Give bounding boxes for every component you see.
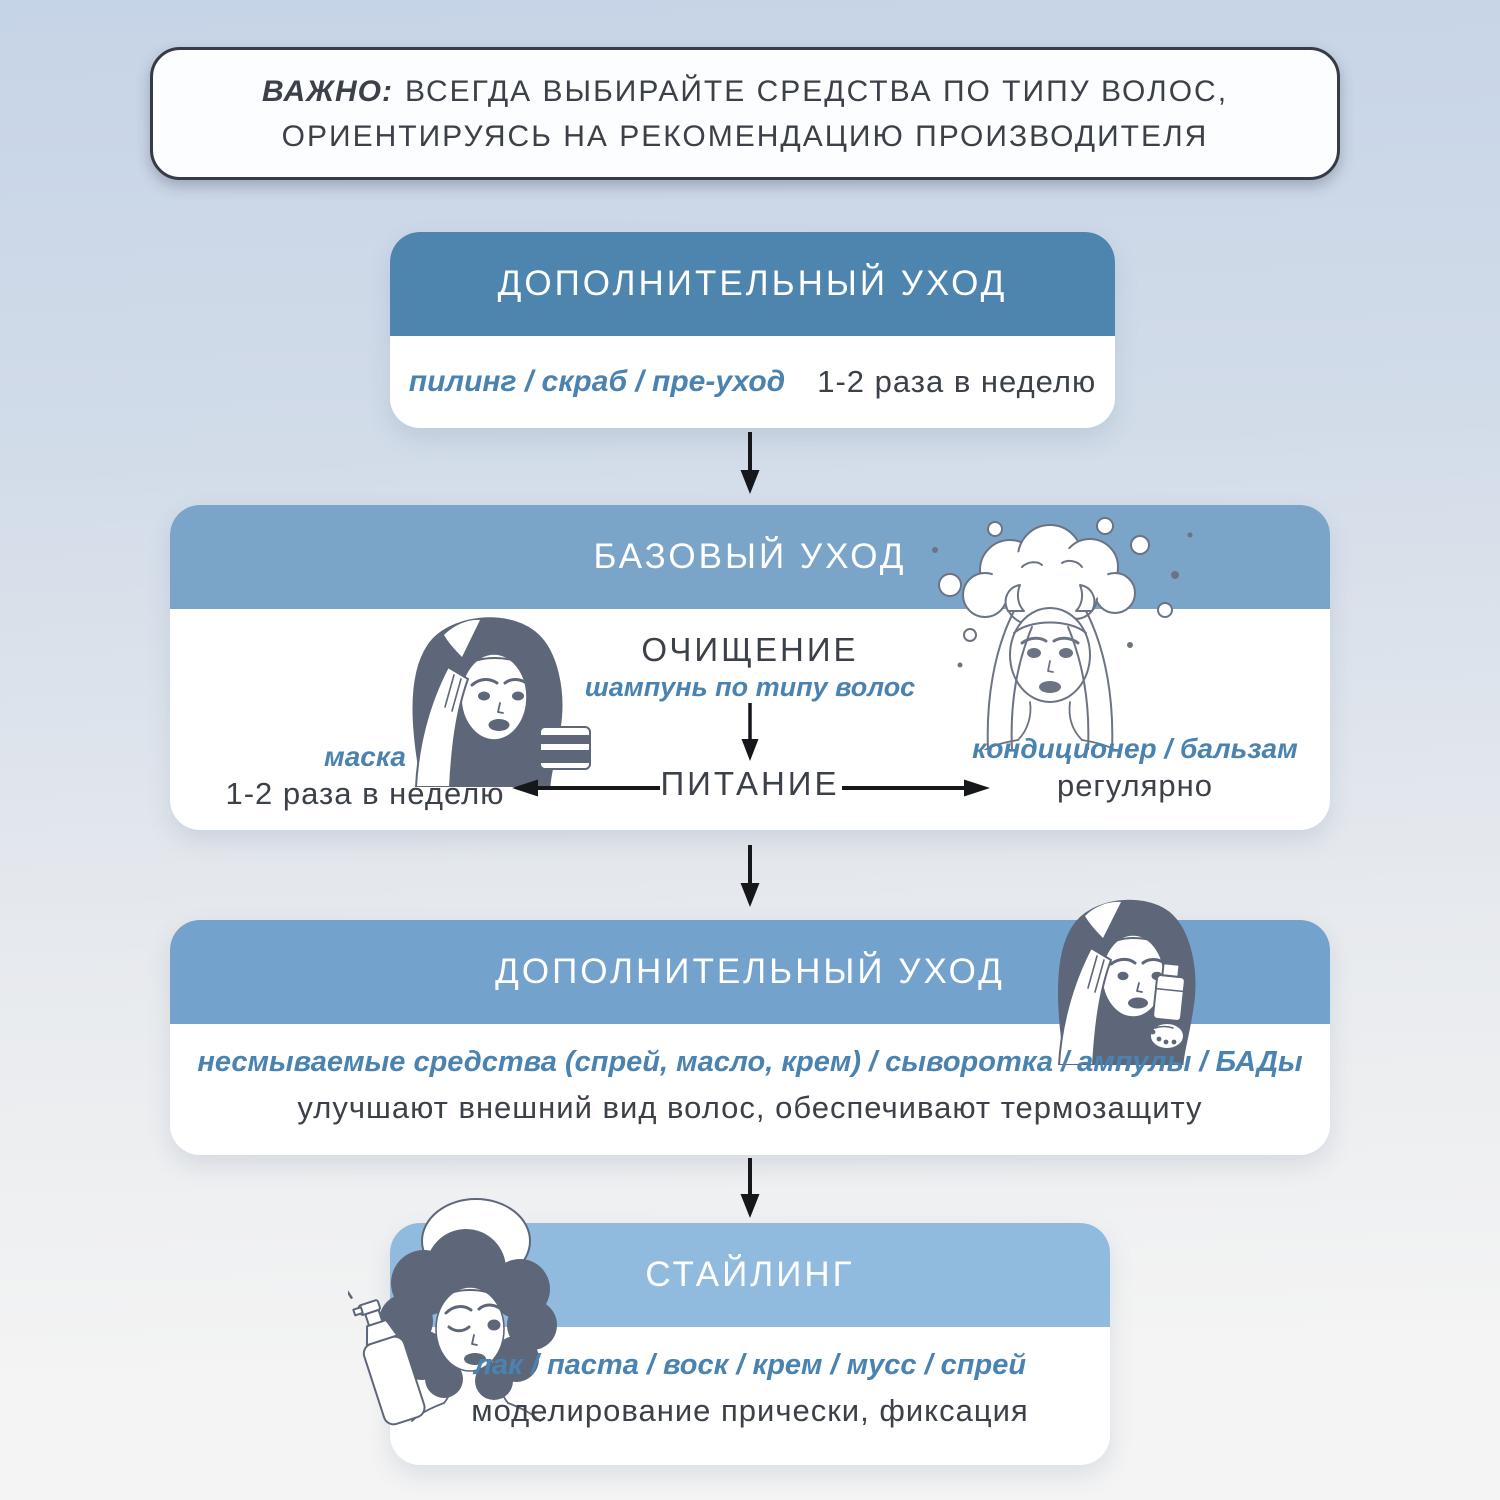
important-note-text: ВАЖНО: ВСЕГДА ВЫБИРАЙТЕ СРЕДСТВА ПО ТИПУ …	[262, 69, 1228, 159]
block-pre-care: ДОПОЛНИТЕЛЬНЫЙ УХОД пилинг / скраб / пре…	[390, 232, 1115, 428]
mask-frequency: 1-2 раза в неделю	[225, 776, 505, 811]
block-styling-title: СТАЙЛИНГ	[390, 1223, 1110, 1327]
flow-arrow-down-icon	[737, 432, 763, 494]
note-prefix: ВАЖНО:	[261, 74, 393, 108]
woman-shampoo-illustration	[890, 515, 1210, 750]
block-pre-care-body: пилинг / скраб / пре-уход 1-2 раза в нед…	[390, 336, 1115, 428]
nutrition-label: ПИТАНИЕ	[660, 765, 840, 802]
mask-products: маска	[324, 741, 406, 772]
cleansing-to-nutrition-arrow-icon	[738, 703, 762, 761]
styling-products: лак / паста / воск / крем / мусс / спрей	[473, 1349, 1027, 1381]
flow-arrow-down-icon	[737, 1158, 763, 1218]
pre-care-products: пилинг / скраб / пре-уход	[408, 365, 786, 398]
mask-jar-icon	[538, 725, 592, 771]
conditioner-products: кондиционер / бальзам	[972, 733, 1298, 764]
mask-group: маска 1-2 раза в неделю	[210, 741, 520, 812]
styling-description: моделирование прически, фиксация	[471, 1393, 1029, 1428]
woman-styling-illustration	[348, 1187, 578, 1437]
cleansing-products: шампунь по типу волос	[584, 672, 916, 702]
woman-mask-illustration	[360, 607, 620, 787]
block-base-care: БАЗОВЫЙ УХОД	[170, 505, 1330, 830]
woman-leave-in-illustration	[1015, 890, 1225, 1065]
pre-care-frequency: 1-2 раза в неделю	[817, 364, 1097, 399]
nutrition-right-arrow-icon	[842, 777, 990, 799]
note-line1: ВСЕГДА ВЫБИРАЙТЕ СРЕДСТВА ПО ТИПУ ВОЛОС,	[404, 74, 1229, 108]
block-additional-care: ДОПОЛНИТЕЛЬНЫЙ УХОД	[170, 899, 1330, 1155]
block-styling: СТАЙЛИНГ	[348, 1198, 1110, 1465]
block-pre-care-title: ДОПОЛНИТЕЛЬНЫЙ УХОД	[390, 232, 1115, 336]
conditioner-frequency: регулярно	[1056, 768, 1214, 803]
flow-arrow-down-icon	[737, 845, 763, 907]
cleansing-label: ОЧИЩЕНИЕ	[641, 631, 859, 668]
conditioner-group: кондиционер / бальзам регулярно	[970, 733, 1300, 804]
block-base-care-title: БАЗОВЫЙ УХОД	[170, 505, 1330, 609]
additional-care-products: несмываемые средства (спрей, масло, крем…	[197, 1046, 1303, 1078]
additional-care-description: улучшают внешний вид волос, обеспечивают…	[297, 1090, 1203, 1125]
nutrition-left-arrow-icon	[512, 777, 660, 799]
note-line2: ОРИЕНТИРУЯСЬ НА РЕКОМЕНДАЦИЮ ПРОИЗВОДИТЕ…	[281, 119, 1209, 153]
important-note: ВАЖНО: ВСЕГДА ВЫБИРАЙТЕ СРЕДСТВА ПО ТИПУ …	[150, 47, 1340, 180]
